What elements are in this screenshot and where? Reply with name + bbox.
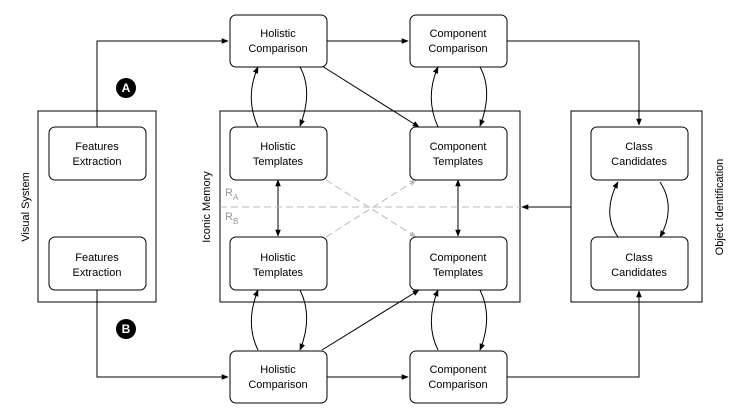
svg-text:Component: Component — [430, 252, 487, 264]
svg-text:Templates: Templates — [433, 156, 484, 168]
node-holistic-comparison-top: Holistic Comparison — [229, 14, 328, 68]
dashed-edges — [220, 179, 520, 238]
node-holistic-templates-bottom: Holistic Templates — [229, 236, 328, 291]
iconic-memory-label: Iconic Memory — [201, 171, 213, 243]
svg-text:Features: Features — [75, 252, 119, 264]
svg-text:Holistic: Holistic — [260, 364, 296, 376]
marker-a-badge: A — [116, 78, 136, 98]
route-label-rb: RB — [225, 211, 238, 226]
node-features-extraction-b: Features Extraction — [48, 236, 147, 291]
svg-text:Extraction: Extraction — [73, 267, 122, 279]
edge-holistic-comparison-to-component-templates-top — [321, 65, 420, 128]
loop-holistic-bottom-down — [299, 289, 308, 351]
edge-component-comparison-to-class-candidates-top — [507, 40, 642, 126]
edge-component-comparison-to-class-candidates-bottom — [507, 290, 642, 378]
node-holistic-templates-top: Holistic Templates — [229, 126, 328, 181]
node-class-candidates-bottom: Class Candidates — [590, 236, 689, 291]
svg-text:Comparison: Comparison — [248, 43, 307, 55]
svg-text:Holistic: Holistic — [260, 252, 296, 264]
node-features-extraction-a: Features Extraction — [48, 126, 147, 181]
route-label-ra: RA — [225, 187, 239, 202]
dashed-holistic-bottom-to-component-top — [325, 179, 417, 238]
visual-system-label: Visual System — [20, 172, 32, 242]
loop-class-candidates-down — [659, 181, 669, 238]
loop-component-bottom-down — [479, 289, 488, 351]
loop-holistic-top-down — [299, 66, 308, 127]
loop-component-top-down — [479, 66, 488, 127]
svg-text:Extraction: Extraction — [73, 156, 122, 168]
edge-features-a-to-holistic-comparison — [96, 38, 229, 127]
loop-component-top-up — [430, 66, 439, 128]
edge-holistic-comparison-to-component-templates-bottom — [321, 289, 420, 351]
svg-text:Templates: Templates — [253, 267, 304, 279]
loop-holistic-top-up — [250, 66, 259, 128]
edge-features-b-to-holistic-comparison — [96, 289, 229, 380]
svg-text:Component: Component — [430, 364, 487, 376]
node-component-templates-bottom: Component Templates — [409, 236, 508, 291]
loop-holistic-bottom-up — [250, 289, 259, 351]
node-holistic-comparison-bottom: Holistic Comparison — [229, 350, 328, 404]
marker-b-badge: B — [116, 319, 136, 339]
svg-text:Candidates: Candidates — [611, 156, 667, 168]
svg-text:Candidates: Candidates — [611, 267, 667, 279]
svg-text:Component: Component — [430, 141, 487, 153]
loop-component-bottom-up — [430, 289, 439, 351]
node-class-candidates-top: Class Candidates — [590, 126, 689, 181]
node-component-templates-top: Component Templates — [409, 126, 508, 181]
svg-text:Comparison: Comparison — [428, 43, 487, 55]
svg-text:Component: Component — [430, 28, 487, 40]
svg-text:Templates: Templates — [253, 156, 304, 168]
svg-text:B: B — [122, 322, 131, 336]
svg-text:Class: Class — [625, 252, 653, 264]
svg-text:Holistic: Holistic — [260, 141, 296, 153]
edges — [96, 38, 669, 380]
svg-text:Features: Features — [75, 141, 119, 153]
node-component-comparison-bottom: Component Comparison — [409, 350, 508, 404]
svg-text:Templates: Templates — [433, 267, 484, 279]
svg-text:Comparison: Comparison — [248, 379, 307, 391]
node-component-comparison-top: Component Comparison — [409, 14, 508, 68]
loop-class-candidates-up — [609, 181, 619, 238]
svg-text:Class: Class — [625, 141, 653, 153]
svg-text:Holistic: Holistic — [260, 28, 296, 40]
svg-text:Comparison: Comparison — [428, 379, 487, 391]
dashed-holistic-top-to-component-bottom — [325, 179, 417, 238]
object-identification-label: Object Identification — [714, 159, 726, 256]
svg-text:A: A — [122, 81, 131, 95]
